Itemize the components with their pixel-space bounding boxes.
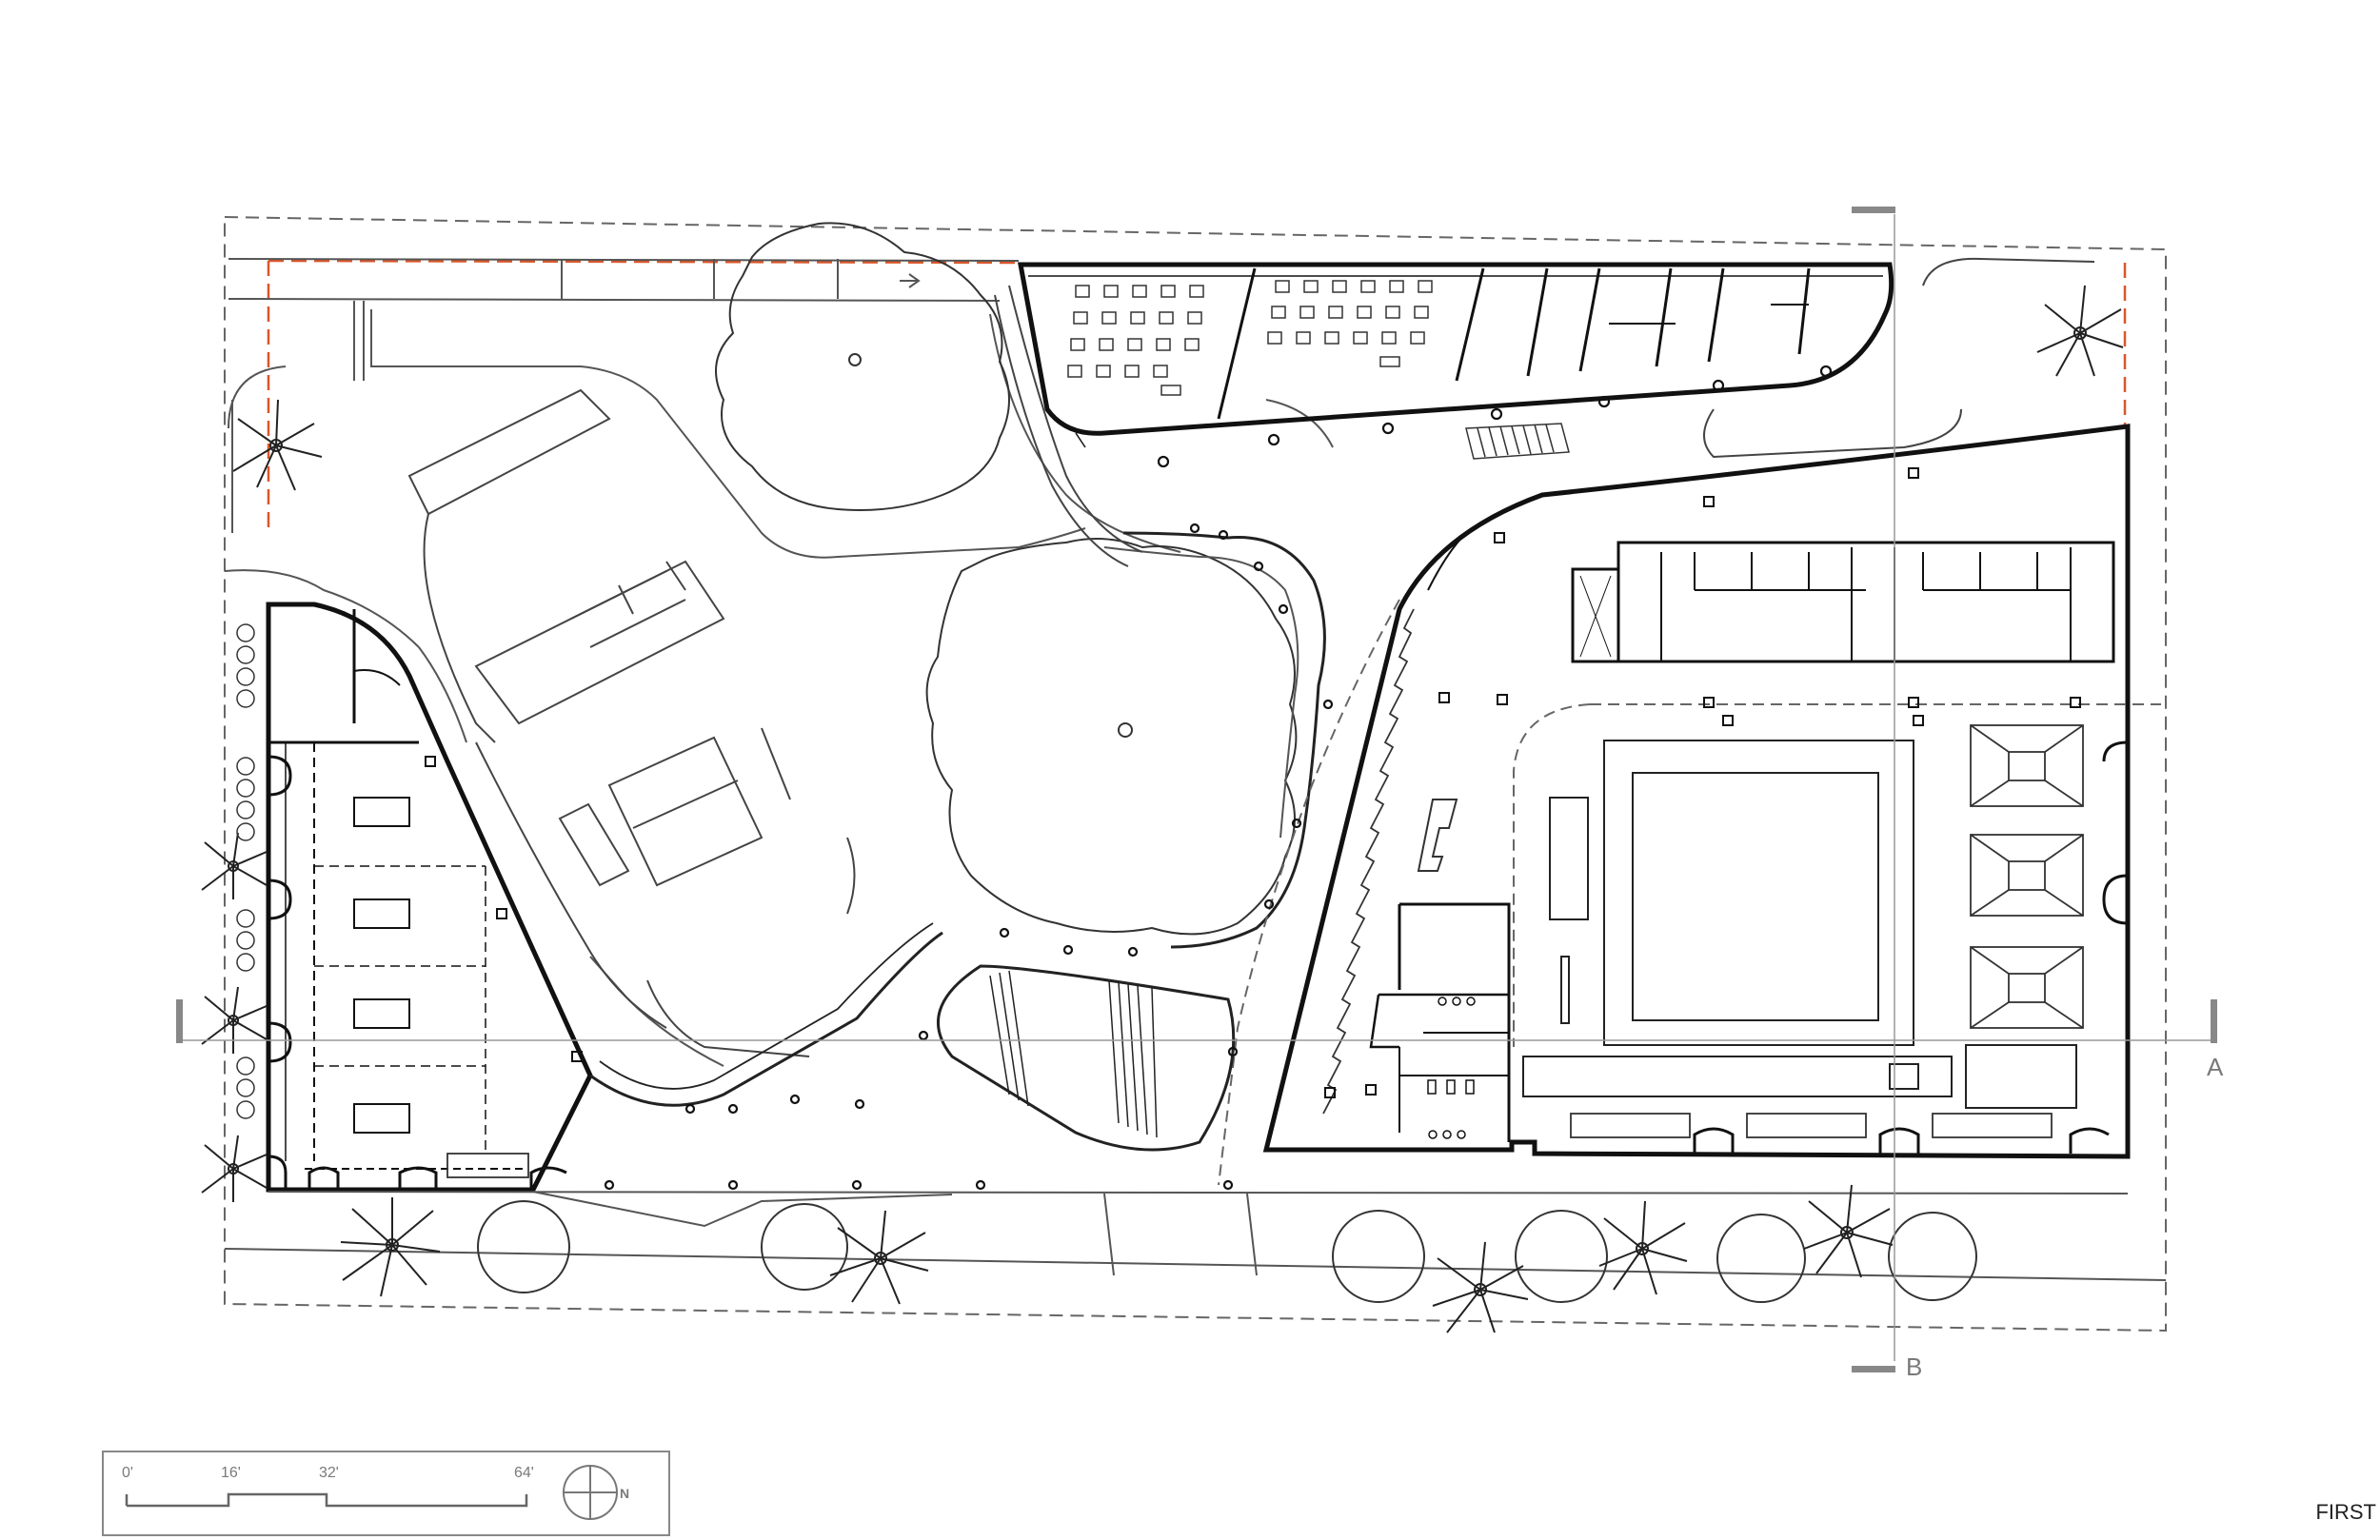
top-walkway	[228, 258, 1020, 381]
restrooms-lower	[1369, 902, 1511, 1142]
upper-tree-canopy	[715, 222, 1010, 511]
street-edge	[224, 1191, 2167, 1281]
facade-benches	[446, 1113, 2053, 1178]
tree-bed-wall	[1122, 531, 1326, 949]
facade-bays	[268, 740, 2129, 1190]
classroom-wing	[1017, 262, 1894, 448]
c-bench	[1417, 799, 1458, 872]
square-posts	[425, 467, 2081, 1098]
pool	[1513, 703, 2161, 1109]
north-arrow-icon	[563, 1465, 618, 1520]
classroom-desks-right	[1267, 280, 1433, 367]
sheet-label: FIRST	[2315, 1500, 2376, 1524]
court-area	[407, 388, 856, 1057]
columns	[604, 365, 1833, 1191]
section-lines	[181, 214, 2213, 1361]
property-line-red	[267, 259, 2127, 533]
shrubs-left	[236, 623, 255, 1119]
property-boundary	[224, 215, 2167, 1333]
scale-tick-64: 64'	[514, 1465, 534, 1481]
large-tree-canopy	[925, 538, 1298, 936]
street-trees	[477, 1200, 1977, 1303]
site-paths	[224, 309, 1334, 1067]
plaza-dash	[1218, 599, 1400, 1186]
amphitheater	[937, 964, 1236, 1152]
scale-tick-32: 32'	[319, 1465, 339, 1481]
classroom-stair	[1465, 423, 1570, 460]
scale-box: 0' 16' 32' 64' N	[102, 1451, 670, 1536]
palm-trees	[201, 285, 2124, 1333]
plaza-walls	[589, 922, 943, 1107]
north-label: N	[620, 1486, 629, 1501]
scale-tick-0: 0'	[122, 1465, 133, 1481]
tree-bed-wall-inner	[1103, 546, 1299, 839]
classroom-desks-left	[1067, 285, 1204, 396]
section-markers	[176, 207, 2217, 1372]
toilet-blocks	[1571, 541, 2115, 663]
scale-tick-16: 16'	[221, 1465, 241, 1481]
right-building	[1262, 424, 2131, 1159]
section-b-label: B	[1906, 1352, 1922, 1381]
curved-walk	[994, 257, 2095, 567]
section-a-label: A	[2207, 1053, 2224, 1081]
sawtooth-edge	[1322, 608, 1415, 1115]
skylight-units	[1970, 724, 2084, 1029]
left-building	[266, 602, 593, 1193]
